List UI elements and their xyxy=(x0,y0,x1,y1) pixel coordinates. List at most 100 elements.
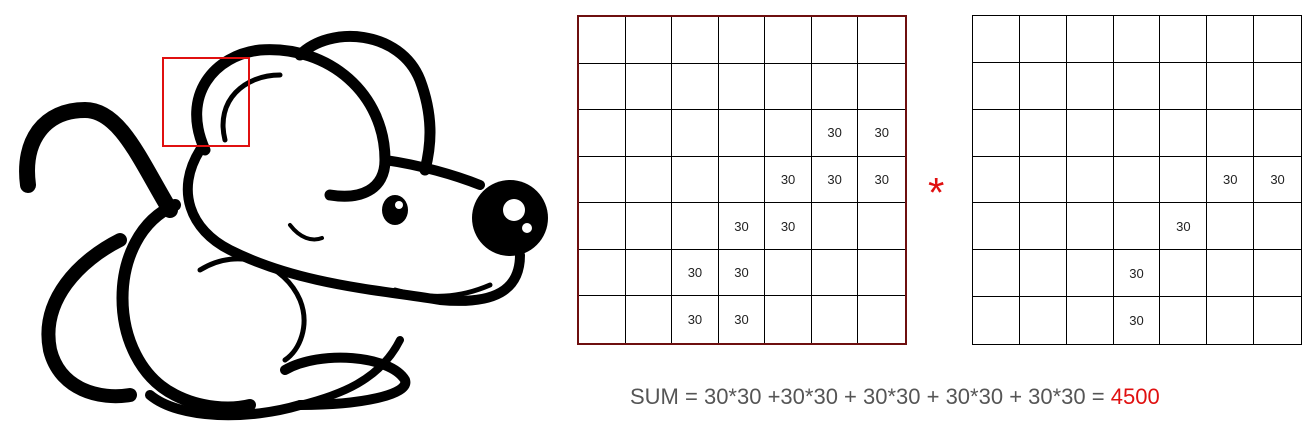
image-grid-cell xyxy=(579,203,626,250)
image-grid-cell xyxy=(765,249,812,297)
image-grid-cell: 30 xyxy=(811,110,859,157)
image-grid-cell xyxy=(579,296,626,343)
image-grid-cell: 30 xyxy=(718,203,766,250)
back-ear-outline xyxy=(294,30,436,176)
image-grid-cell: 30 xyxy=(858,110,905,157)
head-outline xyxy=(182,145,525,306)
filter-grid-cell xyxy=(1066,62,1114,110)
filter-grid-cell xyxy=(1160,16,1208,63)
filter-grid-cell xyxy=(1113,156,1161,204)
filter-grid-cell xyxy=(973,156,1020,204)
image-grid-cell xyxy=(579,249,626,297)
filter-grid-cell xyxy=(1160,297,1208,344)
image-grid-cell xyxy=(765,17,812,64)
image-grid-cell xyxy=(672,203,719,250)
filter-grid-cell xyxy=(1160,250,1208,298)
filter-grid-cell: 30 xyxy=(1113,250,1161,298)
filter-grid-cell xyxy=(1207,109,1255,157)
image-grid-cell xyxy=(625,156,673,204)
filter-grid-cell xyxy=(1019,16,1067,63)
filter-grid-cell xyxy=(1207,203,1255,251)
filter-grid-cell xyxy=(973,62,1020,110)
eye-highlight xyxy=(395,201,403,209)
back-foot-outline xyxy=(145,390,305,421)
nose-highlight-small xyxy=(522,223,532,233)
image-grid-cell xyxy=(579,110,626,157)
image-grid-cell xyxy=(858,296,905,343)
tail-outline xyxy=(19,102,178,218)
image-grid-cell: 30 xyxy=(811,156,859,204)
filter-grid-cell xyxy=(1019,109,1067,157)
filter-grid-cell xyxy=(1113,62,1161,110)
nose-highlight-large xyxy=(503,199,525,221)
image-grid-cell xyxy=(718,156,766,204)
image-grid-cell xyxy=(858,17,905,64)
image-grid-cell xyxy=(858,64,905,111)
tail-lower-outline xyxy=(41,233,137,404)
image-grid-cell xyxy=(858,250,905,297)
inner-ear-line xyxy=(220,72,283,143)
image-grid-cell xyxy=(811,203,859,250)
image-grid-cell xyxy=(672,17,719,64)
filter-grid-cell xyxy=(1254,297,1301,344)
image-grid-cell xyxy=(718,110,766,157)
sum-result: 4500 xyxy=(1110,384,1160,409)
image-grid-cell xyxy=(765,63,812,111)
image-grid-cell xyxy=(718,63,766,111)
filter-grid-cell xyxy=(1066,109,1114,157)
filter-grid-cell xyxy=(1207,297,1255,344)
filter-grid-cell xyxy=(1067,297,1114,344)
filter-grid-cell xyxy=(973,203,1020,251)
filter-grid-cell xyxy=(1207,62,1255,110)
filter-grid-cell xyxy=(1160,109,1208,157)
image-grid-cell xyxy=(812,296,859,343)
filter-grid-cell: 30 xyxy=(1207,156,1255,204)
filter-grid-cell xyxy=(1207,250,1255,298)
image-grid-cell xyxy=(625,249,673,297)
image-grid-cell xyxy=(579,17,626,64)
filter-grid-cell: 30 xyxy=(1114,297,1161,344)
belly-line xyxy=(296,336,404,409)
filter-grid-cell xyxy=(1019,250,1067,298)
cheek-line xyxy=(288,223,324,242)
filter-grid-cell xyxy=(973,250,1020,298)
filter-grid-cell xyxy=(1254,203,1301,251)
highlight-box xyxy=(162,57,250,147)
sum-equation: SUM = 30*30 +30*30 + 30*30 + 30*30 + 30*… xyxy=(630,384,1160,410)
forehead-outline xyxy=(380,155,485,190)
filter-grid-cell xyxy=(1113,109,1161,157)
filter-grid-cell xyxy=(1019,156,1067,204)
image-grid-cell: 30 xyxy=(718,249,766,297)
image-grid-cell: 30 xyxy=(672,296,719,343)
image-grid-cell xyxy=(765,110,812,157)
body-outline xyxy=(116,199,256,414)
image-grid-cell xyxy=(672,63,719,111)
image-grid-cell: 30 xyxy=(858,157,905,204)
image-grid-cell xyxy=(579,63,626,111)
image-grid-cell: 30 xyxy=(765,203,812,250)
mouse-illustration xyxy=(19,30,548,421)
filter-grid-cell xyxy=(1254,16,1301,63)
filter-grid-cell xyxy=(1113,16,1161,63)
filter-grid-cell xyxy=(1254,250,1301,298)
filter-grid-cell: 30 xyxy=(1254,157,1301,204)
image-grid-cell: 30 xyxy=(672,249,719,297)
filter-grid-cell xyxy=(1019,203,1067,251)
filter-grid-cell xyxy=(973,109,1020,157)
filter-grid-cell xyxy=(1254,110,1301,157)
image-grid-cell: 30 xyxy=(719,296,766,343)
image-grid-cell xyxy=(765,296,812,343)
image-grid-cell xyxy=(626,296,673,343)
image-grid-cell xyxy=(625,110,673,157)
image-grid-cell xyxy=(625,203,673,250)
image-grid-cell xyxy=(625,17,673,64)
filter-grid-cell xyxy=(973,297,1020,344)
filter-grid-cell xyxy=(1066,16,1114,63)
multiply-operator: * xyxy=(928,169,945,216)
filter-grid-cell xyxy=(1160,62,1208,110)
sum-expression: SUM = 30*30 +30*30 + 30*30 + 30*30 + 30*… xyxy=(630,384,1111,409)
image-grid-cell xyxy=(672,156,719,204)
image-grid-cell xyxy=(718,17,766,64)
